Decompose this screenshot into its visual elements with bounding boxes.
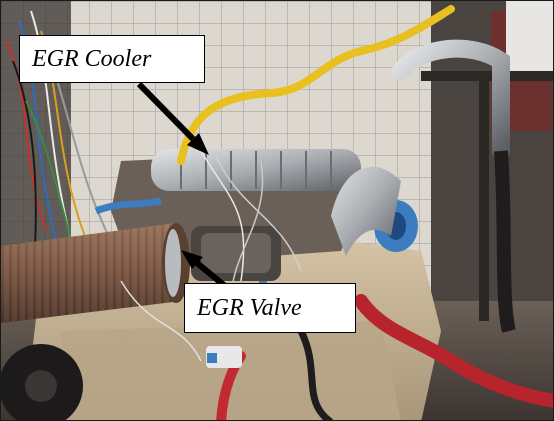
pulley-hub xyxy=(25,370,57,402)
cooler-arrow xyxy=(136,81,209,155)
egr-cooler xyxy=(151,149,361,191)
egr-valve xyxy=(191,226,281,281)
stand-post xyxy=(479,81,489,321)
red-hose xyxy=(354,294,553,408)
lower-hose-dark xyxy=(297,329,334,420)
turbo-elbow xyxy=(331,166,401,256)
egr-valve-label: EGR Valve xyxy=(184,283,356,333)
egr-cooler-label: EGR Cooler xyxy=(19,35,205,83)
blue-hose xyxy=(94,197,162,215)
blue-connector xyxy=(207,353,217,363)
yellow-hose xyxy=(177,5,455,165)
dark-vertical-hose xyxy=(494,150,516,333)
stand-rail xyxy=(421,71,553,81)
exhaust-pipe xyxy=(1,223,190,323)
upper-steel-pipe xyxy=(392,39,510,160)
right-white-panel xyxy=(506,1,553,71)
